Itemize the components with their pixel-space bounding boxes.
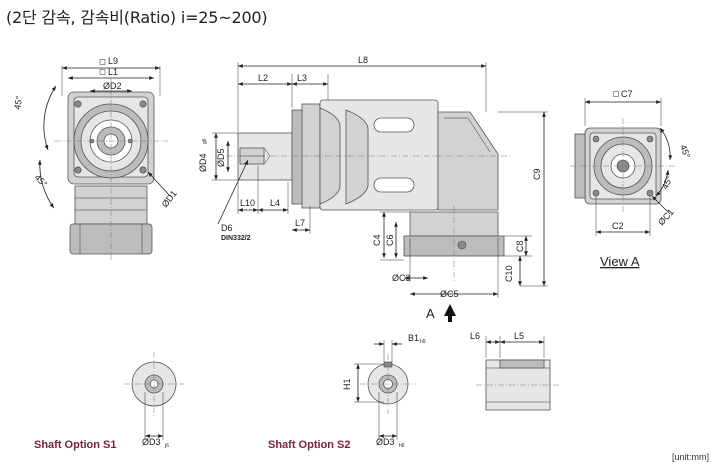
dim-L8: L8	[358, 55, 368, 65]
dim-L7: L7	[295, 218, 305, 228]
dim-D2: ØD2	[103, 81, 122, 91]
dim-L10: L10	[240, 198, 255, 208]
angle-45-d: 45°	[660, 174, 675, 191]
side-view	[212, 62, 548, 322]
view-a	[570, 91, 676, 236]
dim-din: DIN332/2	[221, 235, 251, 242]
shaft-side-drawing	[476, 336, 560, 411]
dim-D4: ØD4	[198, 153, 208, 172]
dim-C1: ØC1	[656, 207, 676, 227]
view-a-label: View A	[600, 254, 640, 269]
angle-45-c: 45°	[678, 143, 692, 160]
dim-D3-s2-tol: h6	[399, 443, 405, 449]
dim-C2: C2	[612, 221, 624, 231]
dim-L6: L6	[470, 331, 480, 341]
dim-L2: L2	[258, 73, 268, 83]
dim-L3: L3	[297, 73, 307, 83]
dim-C5: ØC5	[440, 289, 459, 299]
view-a-arrow-icon	[444, 304, 456, 322]
dim-L9: L9	[108, 56, 118, 66]
shaft-option-s1-drawing	[124, 352, 184, 440]
dim-L4: L4	[270, 198, 280, 208]
dim-C6: C6	[385, 234, 395, 246]
dim-D3-s2: ØD3	[376, 437, 395, 447]
dim-L5: L5	[514, 331, 524, 341]
dim-C3: ØC3	[392, 273, 411, 283]
dim-D3-s1-tol: j6	[164, 443, 169, 449]
shaft-option-s1-label: Shaft Option S1	[34, 439, 117, 451]
dim-H1: H1	[342, 378, 352, 390]
page-title: (2단 감속, 감속비(Ratio) i=25~200)	[6, 8, 268, 27]
angle-45-b: 45°	[33, 172, 50, 189]
dim-D5: ØD5	[216, 148, 226, 167]
dim-B1: B1	[408, 333, 419, 343]
dim-C8: C8	[515, 240, 525, 252]
dim-D4-tol: g6	[202, 138, 208, 144]
dim-L1: L1	[108, 67, 118, 77]
dim-D6: D6	[221, 223, 233, 233]
shaft-option-s2-drawing	[354, 340, 416, 440]
view-a-marker: A	[426, 306, 435, 321]
dim-D1: ØD1	[160, 188, 179, 209]
dim-D3-s1: ØD3	[142, 437, 161, 447]
dim-B1-tol: h9	[420, 339, 426, 345]
dim-C10: C10	[504, 265, 514, 282]
right-angle-head	[437, 111, 499, 211]
dim-C4: C4	[372, 234, 382, 246]
dim-C9: C9	[532, 168, 542, 180]
shaft-option-s2-label: Shaft Option S2	[268, 439, 351, 451]
unit-label: [unit:mm]	[672, 452, 709, 462]
angle-45-a: 45°	[12, 95, 24, 111]
dim-C7: C7	[621, 89, 633, 99]
front-view	[37, 59, 171, 262]
